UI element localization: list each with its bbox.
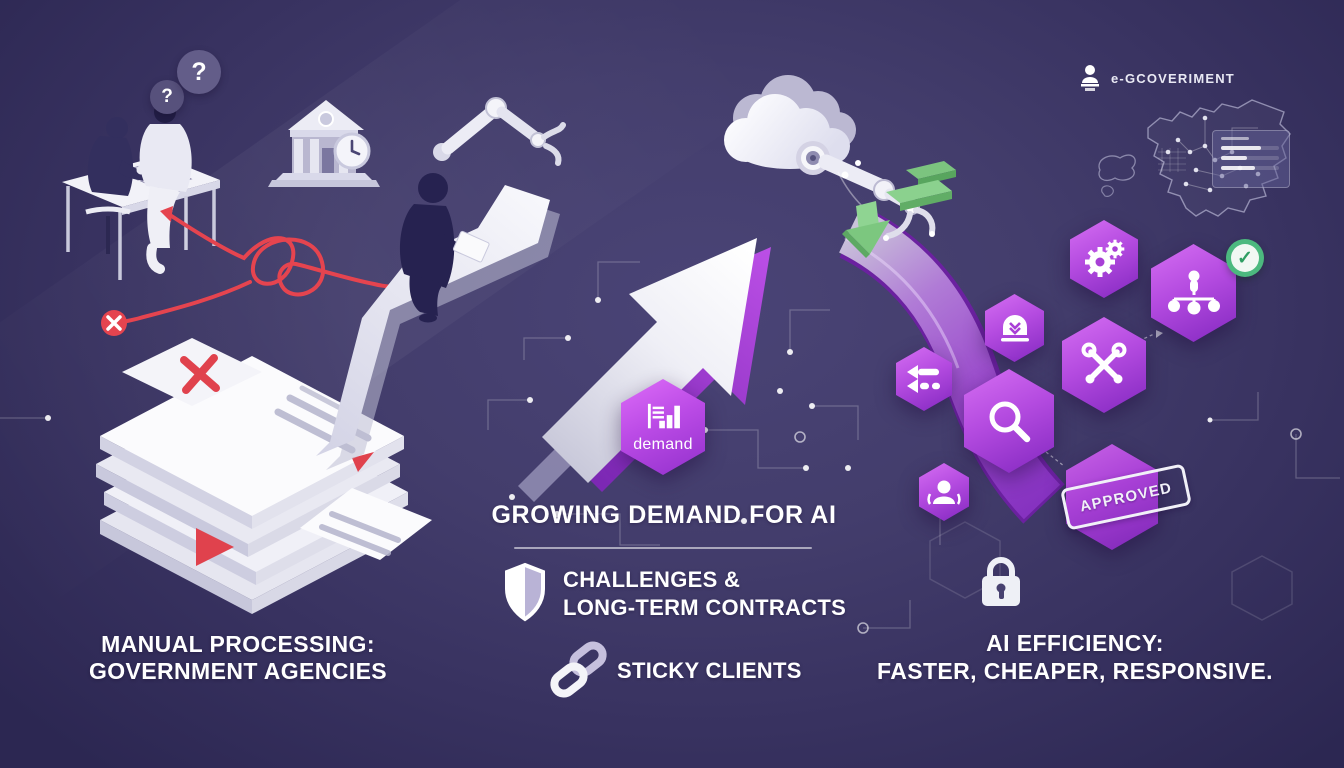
green-down-arrow-icon xyxy=(842,201,890,258)
left-caption-line2: GOVERNMENT AGENCIES xyxy=(88,658,388,684)
tablet-icon xyxy=(452,230,490,263)
check-badge: ✓ xyxy=(1226,239,1264,277)
cloud-robot-arm xyxy=(724,75,936,241)
approved-label: APPROVED xyxy=(1078,478,1174,516)
title-divider xyxy=(514,547,812,549)
left-caption-line1: MANUAL PROCESSING: xyxy=(101,631,375,657)
demand-label: demand xyxy=(633,435,693,453)
bar-chart-icon xyxy=(647,403,680,428)
hexagon-inbox xyxy=(985,294,1044,362)
red-flag-triangle xyxy=(352,452,374,472)
circuit-lines xyxy=(0,254,1340,634)
red-x-mark xyxy=(180,354,220,394)
progress-bar xyxy=(1221,156,1279,160)
egov-label: e-GCOVERIMENT xyxy=(1111,71,1235,86)
crossed-tools-icon xyxy=(1081,342,1127,384)
challenges-line2: LONG-TERM CONTRACTS xyxy=(563,595,847,620)
inbox-download-icon xyxy=(1000,315,1029,342)
question-mark-icon: ? xyxy=(191,57,207,86)
right-caption-line2: FASTER, CHEAPER, RESPONSIVE. xyxy=(877,658,1273,684)
question-bubble-small: ? xyxy=(150,80,184,114)
card-title-bar xyxy=(1221,137,1249,140)
flowchart-icon xyxy=(1167,270,1220,315)
shield-icon xyxy=(502,562,548,622)
swap-arrows-icon xyxy=(907,365,940,393)
red-triangle-marker xyxy=(196,528,234,566)
zigzag-path-figure xyxy=(316,97,566,470)
search-icon xyxy=(989,401,1031,443)
gears-icon xyxy=(1085,239,1125,277)
person-badge-icon xyxy=(1081,65,1099,91)
robot-arm-small-icon xyxy=(433,97,566,166)
sticky-clients-text: STICKY CLIENTS xyxy=(617,658,802,683)
hexagon-search xyxy=(964,369,1054,473)
user-icon xyxy=(927,480,961,505)
question-bubble-large: ? xyxy=(177,50,221,94)
challenges-line1: CHALLENGES & xyxy=(563,567,741,592)
growth-arrow-group xyxy=(518,238,771,502)
desk-meeting-illustration xyxy=(62,101,220,280)
checkmark-icon: ✓ xyxy=(1237,247,1253,269)
progress-bar xyxy=(1221,166,1279,170)
paper-stack xyxy=(96,338,432,614)
egov-header: e-GCOVERIMENT xyxy=(1078,62,1235,92)
clock-icon xyxy=(333,132,371,170)
manual-processing-scene xyxy=(62,97,566,614)
hexagon-approved xyxy=(1066,444,1158,550)
growth-arrow xyxy=(542,238,757,483)
map-dashboard-card xyxy=(1212,130,1290,188)
right-caption: AI EFFICIENCY: FASTER, CHEAPER, RESPONSI… xyxy=(873,629,1277,685)
hexagon-flowchart xyxy=(1151,244,1236,342)
right-caption-line1: AI EFFICIENCY: xyxy=(986,630,1164,656)
chain-link-icon xyxy=(543,636,615,704)
government-building-icon xyxy=(268,100,380,187)
hexagon-tools xyxy=(1062,317,1146,413)
green-data-blocks xyxy=(842,161,956,258)
progress-bar xyxy=(1221,146,1279,150)
question-mark-icon: ? xyxy=(161,86,173,107)
hexagon-demand: demand xyxy=(621,379,705,475)
tangled-process-line xyxy=(101,206,412,336)
seated-figure xyxy=(399,173,490,323)
hexagon-swap xyxy=(896,347,952,411)
challenges-text: CHALLENGES & LONG-TERM CONTRACTS xyxy=(563,566,846,622)
left-caption: MANUAL PROCESSING: GOVERNMENT AGENCIES xyxy=(48,631,428,685)
hexagon-gears xyxy=(1070,220,1138,298)
lock-icon xyxy=(982,557,1020,606)
center-title: GROWING DEMAND FOR AI xyxy=(491,501,837,529)
hexagon-user xyxy=(919,463,969,521)
